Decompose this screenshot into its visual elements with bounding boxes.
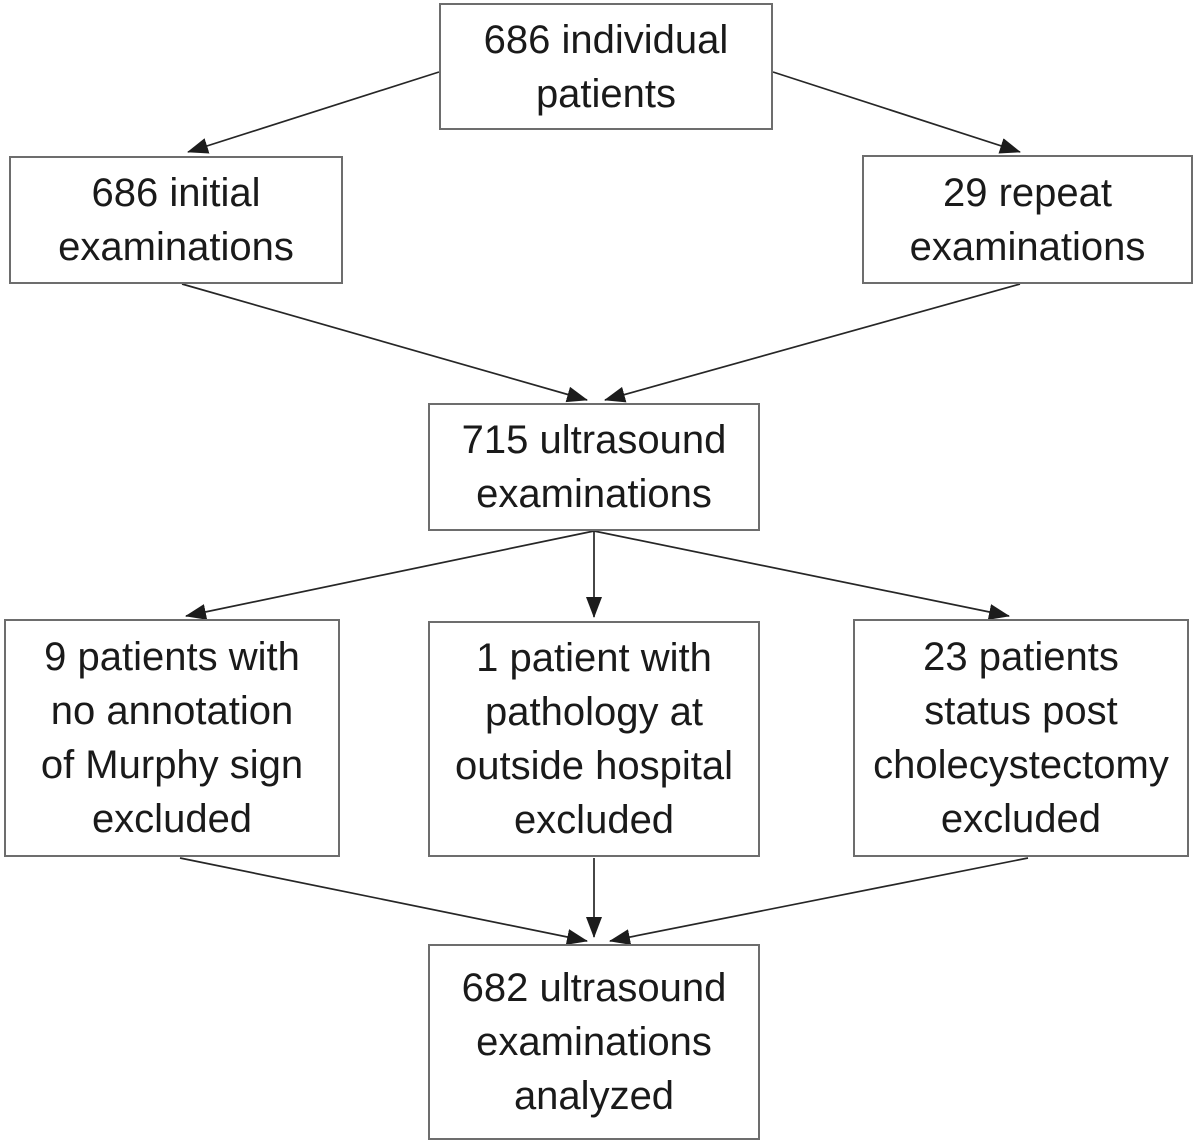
node-analyzed-examinations: 682 ultrasound examinations analyzed [428,944,760,1140]
arrow-ultrasound-to-excl-left [185,530,595,620]
node-excluded-no-murphy-sign: 9 patients with no annotation of Murphy … [4,619,340,857]
node-excluded-outside-pathology: 1 patient with pathology at outside hosp… [428,621,760,857]
arrow-excl-right-to-analyzed [609,857,1029,945]
arrow-repeat-to-ultrasound [604,283,1021,403]
arrow-individual-to-repeat [772,71,1021,154]
node-excluded-cholecystectomy: 23 patients status post cholecystectomy … [853,619,1189,857]
arrow-initial-to-ultrasound [181,283,588,403]
arrow-ultrasound-to-excl-right [593,530,1010,620]
arrow-excl-left-to-analyzed [179,857,588,945]
node-initial-examinations: 686 initial examinations [9,156,343,284]
node-individual-patients: 686 individual patients [439,3,773,130]
node-ultrasound-examinations: 715 ultrasound examinations [428,403,760,531]
node-repeat-examinations: 29 repeat examinations [862,155,1193,284]
arrow-individual-to-initial [187,71,440,154]
